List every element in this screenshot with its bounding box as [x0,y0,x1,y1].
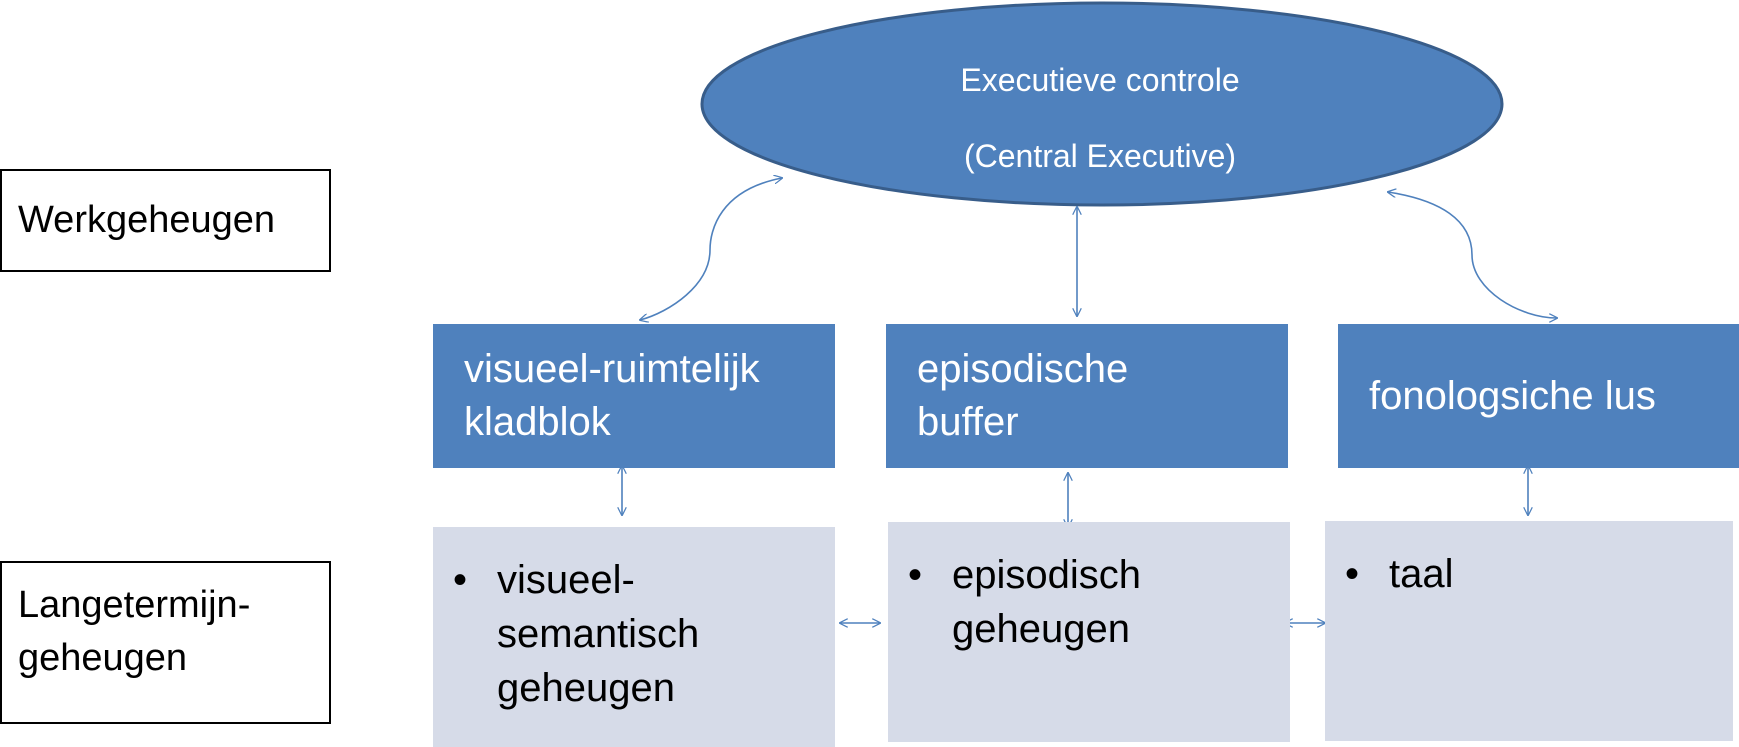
episodic-memory-line2: geheugen [952,607,1130,651]
episodic-memory-line1: episodisch [952,553,1142,597]
arrow-executive-to-phonological [1388,192,1557,318]
bullet-icon: • [908,553,923,597]
episodic-buffer-line1: episodische [917,347,1129,391]
bullet-icon: • [453,558,468,602]
working-memory-text: Werkgeheugen [18,199,276,241]
central-executive-title: Executieve controle [960,62,1240,98]
long-term-memory-label: Langetermijn- geheugen [0,561,331,724]
arrow-executive-to-visuospatial [640,178,782,320]
episodic-buffer-box: episodische buffer [886,324,1288,468]
list-item: • episodisch geheugen [908,548,1141,656]
central-executive-subtitle: (Central Executive) [963,138,1237,174]
visuospatial-sketchpad-line2: kladblok [464,400,611,444]
episodic-memory-box: • episodisch geheugen [888,522,1290,742]
visual-semantic-memory-line3: geheugen [497,666,675,710]
list-item: • visueel- semantisch geheugen [453,553,699,715]
central-executive-ellipse [700,1,1504,207]
phonological-loop-box: fonologsiche lus [1338,324,1739,468]
visuospatial-sketchpad-line1: visueel-ruimtelijk [464,347,760,391]
visual-semantic-memory-box: • visueel- semantisch geheugen [433,527,835,747]
phonological-loop-text: fonologsiche lus [1369,373,1656,418]
visuospatial-sketchpad-box: visueel-ruimtelijk kladblok [433,324,835,468]
language-memory-text: taal [1389,552,1454,596]
language-memory-box: • taal [1325,521,1733,741]
list-item: • taal [1345,547,1454,601]
episodic-buffer-line2: buffer [917,400,1019,444]
visual-semantic-memory-line2: semantisch [497,612,700,656]
central-executive-label: Executieve controle (Central Executive) [700,42,1500,194]
long-term-memory-text-line1: Langetermijn- [18,584,251,626]
visual-semantic-memory-line1: visueel- [497,558,635,602]
bullet-icon: • [1345,552,1360,596]
working-memory-label: Werkgeheugen [0,169,331,272]
long-term-memory-text-line2: geheugen [18,637,188,679]
